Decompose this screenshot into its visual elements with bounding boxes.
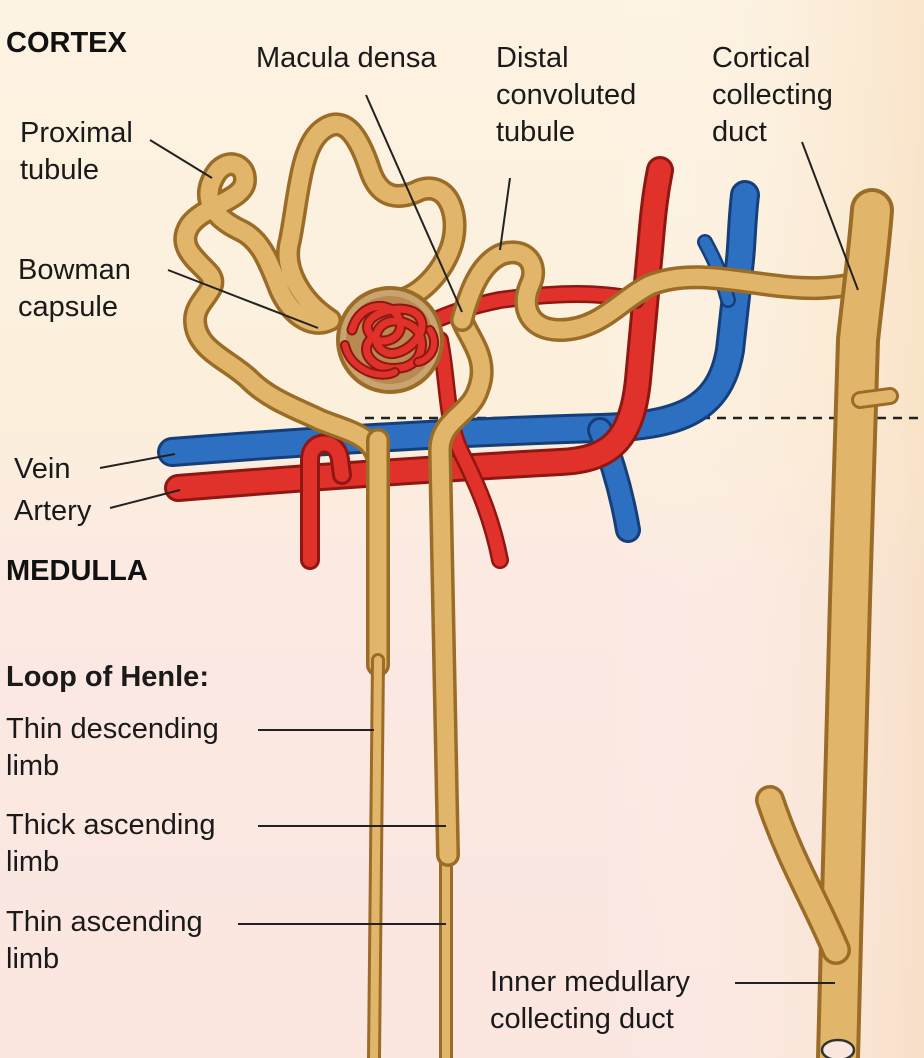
leader-vein xyxy=(99,453,176,469)
label-thick-ascending-limb: Thick ascending limb xyxy=(6,809,216,878)
glomerulus-capillaries xyxy=(340,301,440,380)
label-macula-densa: Macula densa xyxy=(256,42,437,74)
label-artery: Artery xyxy=(14,495,92,527)
svg-text:Bowman: Bowman xyxy=(18,254,131,286)
leader-lines xyxy=(99,94,859,984)
leader-macula-densa xyxy=(365,94,463,313)
cortex-region-label: CORTEX xyxy=(6,27,128,59)
label-vein: Vein xyxy=(14,453,70,485)
label-cortical-collecting-duct: Cortical collecting duct xyxy=(712,42,833,148)
medulla-region-label: MEDULLA xyxy=(6,555,148,587)
tubule-system xyxy=(173,112,899,1058)
svg-text:tubule: tubule xyxy=(496,116,575,148)
leader-cortical-collecting xyxy=(801,141,859,291)
leader-artery xyxy=(109,489,181,509)
svg-text:Cortical: Cortical xyxy=(712,42,810,74)
label-proximal-tubule: Proximal tubule xyxy=(20,117,133,186)
label-bowman-capsule: Bowman capsule xyxy=(18,254,131,323)
svg-text:limb: limb xyxy=(6,943,59,975)
leader-distal xyxy=(499,177,511,251)
background-glow xyxy=(600,0,924,1058)
svg-text:limb: limb xyxy=(6,750,59,782)
svg-text:collecting duct: collecting duct xyxy=(490,1003,674,1035)
label-distal-convoluted-tubule: Distal convoluted tubule xyxy=(496,42,636,148)
leader-bowman xyxy=(167,269,319,329)
svg-text:limb: limb xyxy=(6,846,59,878)
svg-text:Thin descending: Thin descending xyxy=(6,713,219,745)
label-thin-descending-limb: Thin descending limb xyxy=(6,713,219,782)
svg-text:Proximal: Proximal xyxy=(20,117,133,149)
svg-text:Distal: Distal xyxy=(496,42,569,74)
svg-text:duct: duct xyxy=(712,116,767,148)
loop-of-henle-heading: Loop of Henle: xyxy=(6,661,209,693)
svg-text:Inner medullary: Inner medullary xyxy=(490,966,690,998)
svg-text:Thick ascending: Thick ascending xyxy=(6,809,216,841)
svg-text:capsule: capsule xyxy=(18,291,118,323)
label-thin-ascending-limb: Thin ascending limb xyxy=(6,906,203,975)
duct-opening xyxy=(820,1038,856,1058)
svg-text:tubule: tubule xyxy=(20,154,99,186)
svg-text:Thin ascending: Thin ascending xyxy=(6,906,203,938)
svg-text:collecting: collecting xyxy=(712,79,833,111)
svg-text:convoluted: convoluted xyxy=(496,79,636,111)
label-inner-medullary-collecting-duct: Inner medullary collecting duct xyxy=(490,966,690,1035)
leader-proximal xyxy=(149,139,213,179)
